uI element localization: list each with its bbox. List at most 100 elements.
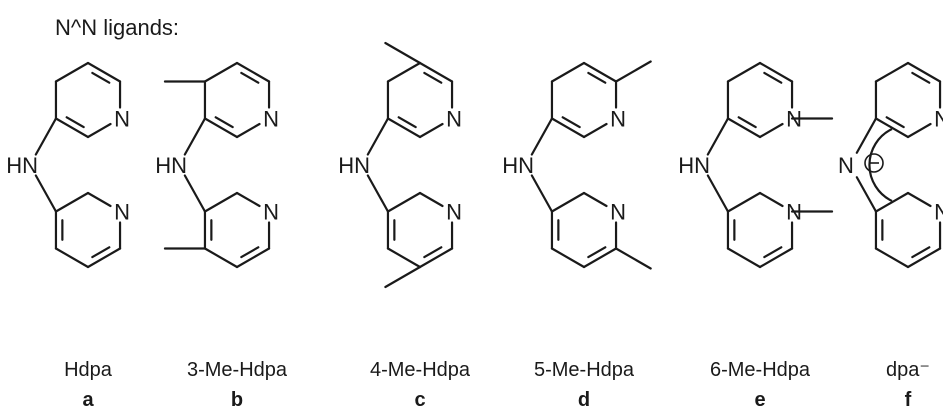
ring-bond: [86, 61, 122, 83]
nitrogen-label: N: [114, 107, 130, 132]
double-bond-line: [587, 246, 607, 259]
ring-bond: [758, 191, 784, 208]
double-bond-line: [763, 71, 783, 84]
ring-bond: [54, 61, 90, 83]
ring-bond: [582, 191, 608, 208]
ring-bond: [758, 122, 784, 139]
amine-nh-label: HN: [678, 153, 710, 178]
ring-bond: [582, 122, 608, 139]
bridge-bond: [855, 117, 878, 154]
ligand-name: 3-Me-Hdpa: [187, 359, 288, 381]
double-bond-line: [763, 246, 783, 259]
double-bond-line: [737, 116, 757, 129]
double-bond-line: [65, 116, 85, 129]
amide-nitrogen-label: N: [838, 153, 854, 178]
ligand-name: 5-Me-Hdpa: [534, 359, 635, 381]
nitrogen-label: N: [446, 200, 462, 225]
ring-bond: [203, 117, 239, 139]
amine-nh-label: HN: [6, 153, 38, 178]
double-bond-line: [911, 71, 931, 84]
nitrogen-label: N: [446, 107, 462, 132]
pyridine-ring-top: [203, 61, 271, 139]
bridge-bond: [530, 117, 554, 156]
page-title: N^N ligands:: [55, 15, 180, 40]
ring-bond: [726, 117, 762, 139]
pyridine-ring-top: [874, 61, 942, 139]
double-bond-line: [240, 71, 260, 84]
ring-bond: [874, 247, 910, 269]
ring-bond: [235, 247, 271, 269]
pyridine-ring-top: [386, 61, 454, 139]
methyl-bond: [614, 247, 652, 270]
bridge-bond: [366, 174, 390, 213]
ring-bond: [582, 247, 618, 269]
ring-bond: [418, 247, 454, 269]
ring-bond: [550, 247, 586, 269]
delocalization-arc: [868, 128, 893, 202]
ring-bond: [874, 117, 910, 139]
bridge-bond: [706, 117, 730, 156]
ring-bond: [726, 247, 762, 269]
negative-charge-icon: [864, 153, 884, 173]
double-bond-line: [214, 116, 234, 129]
ring-bond: [726, 61, 762, 83]
ligand-letter: c: [414, 389, 425, 409]
ring-bond: [418, 122, 444, 139]
ring-bond: [86, 191, 112, 208]
ring-bond: [386, 61, 422, 83]
ligand-letter: d: [578, 389, 590, 409]
nitrogen-label: N: [934, 107, 943, 132]
double-bond-line: [397, 116, 417, 129]
nitrogen-label: N: [610, 107, 626, 132]
methyl-bond: [614, 60, 652, 83]
bridge-bond: [183, 117, 207, 156]
ring-bond: [418, 61, 454, 83]
double-bond-line: [587, 71, 607, 84]
ring-bond: [54, 117, 90, 139]
ring-bond: [86, 122, 112, 139]
amine-nh-label: HN: [338, 153, 370, 178]
ring-bond: [874, 191, 910, 213]
ligand-name: Hdpa: [64, 359, 113, 381]
ligand-name: 6-Me-Hdpa: [710, 359, 811, 381]
double-bond-line: [561, 116, 581, 129]
ring-bond: [906, 191, 932, 208]
methyl-bond: [384, 41, 422, 65]
bridge-bond: [34, 174, 58, 213]
ring-bond: [235, 61, 271, 83]
ligand-letter: f: [905, 389, 912, 409]
ring-bond: [386, 191, 422, 213]
ring-bond: [906, 122, 932, 139]
pyridine-ring-bottom: [386, 191, 454, 269]
bridge-bond: [855, 176, 878, 213]
ring-bond: [203, 61, 239, 83]
nitrogen-label: N: [263, 107, 279, 132]
pyridine-ring-top: [726, 61, 794, 139]
pyridine-ring-bottom: [54, 191, 122, 269]
ring-bond: [418, 191, 444, 208]
ring-bond: [235, 122, 261, 139]
double-bond-line: [423, 246, 443, 259]
ring-bond: [906, 61, 942, 83]
ring-bond: [874, 61, 910, 83]
ring-bond: [550, 61, 586, 83]
amine-nh-label: HN: [155, 153, 187, 178]
double-bond-line: [91, 246, 111, 259]
ring-bond: [86, 247, 122, 269]
pyridine-ring-bottom: [726, 191, 794, 269]
ligand-letter: b: [231, 389, 243, 409]
ligand-name: dpa⁻: [886, 359, 930, 381]
nitrogen-label: N: [610, 200, 626, 225]
ring-bond: [203, 191, 239, 213]
pyridine-ring-bottom: [203, 191, 271, 269]
double-bond-line: [911, 246, 931, 259]
double-bond-line: [423, 71, 443, 84]
double-bond-line: [885, 116, 905, 129]
bridge-bond: [530, 174, 554, 213]
